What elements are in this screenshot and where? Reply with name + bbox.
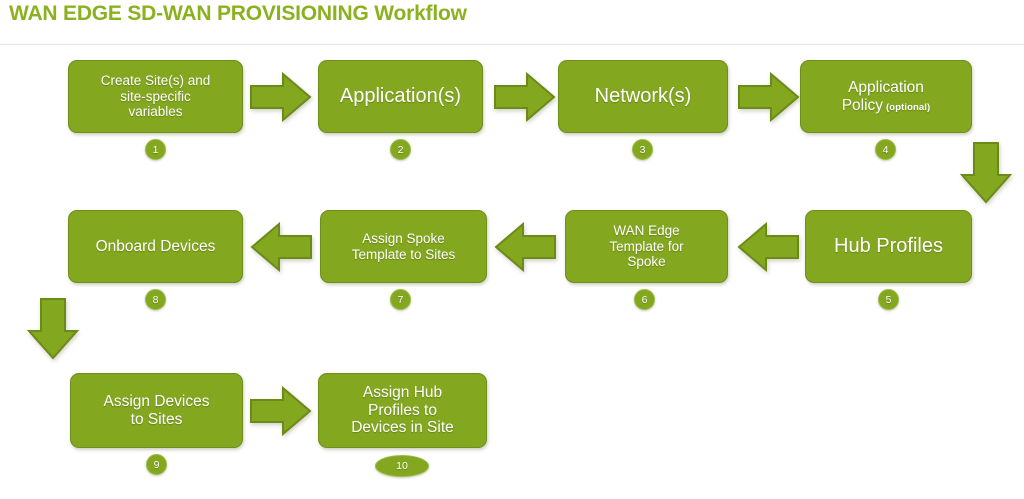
connector-arrow-4-to-5 [959, 142, 1013, 204]
step-box-6[interactable]: WAN Edge Template for Spoke [565, 210, 728, 283]
step-label-8: Onboard Devices [95, 237, 216, 255]
step-box-4[interactable]: Application Policy(optional) [800, 60, 972, 133]
step-box-9[interactable]: Assign Devices to Sites [70, 373, 243, 448]
step-badge-9: 9 [146, 454, 167, 475]
step-label-4: Application Policy(optional) [842, 79, 931, 115]
connector-arrow-9-to-10 [250, 385, 312, 437]
connector-arrow-8-to-9 [26, 298, 80, 360]
step-label-7: Assign Spoke Template to Sites [351, 230, 456, 262]
step-label-9: Assign Devices to Sites [103, 392, 210, 428]
connector-arrow-5-to-6 [737, 221, 799, 273]
step-box-3[interactable]: Network(s) [558, 60, 728, 133]
step-label-2: Application(s) [339, 84, 462, 107]
connector-arrow-2-to-3 [494, 71, 556, 123]
step-label-1: Create Site(s) and site-specific variabl… [100, 73, 211, 120]
step-box-2[interactable]: Application(s) [318, 60, 483, 133]
step-badge-6: 6 [634, 289, 655, 310]
step-badge-3: 3 [632, 139, 653, 160]
step-box-1[interactable]: Create Site(s) and site-specific variabl… [68, 60, 243, 133]
connector-arrow-6-to-7 [494, 221, 556, 273]
step-label-10: Assign Hub Profiles to Devices in Site [351, 383, 454, 437]
step-badge-8: 8 [145, 289, 166, 310]
step-label-4-text: Application Policy [841, 78, 924, 114]
step-badge-7: 7 [390, 289, 411, 310]
step-label-3: Network(s) [594, 84, 692, 107]
step-box-5[interactable]: Hub Profiles [805, 210, 972, 283]
step-label-6: WAN Edge Template for Spoke [609, 223, 684, 270]
connector-arrow-1-to-2 [250, 71, 312, 123]
page-title: WAN EDGE SD-WAN PROVISIONING Workflow [9, 2, 467, 25]
step-label-5: Hub Profiles [834, 234, 943, 257]
step-badge-10: 10 [375, 455, 429, 477]
step-box-7[interactable]: Assign Spoke Template to Sites [320, 210, 487, 283]
step-badge-1: 1 [145, 139, 166, 160]
connector-arrow-3-to-4 [738, 71, 800, 123]
header-divider [0, 44, 1024, 45]
step-badge-5: 5 [878, 289, 899, 310]
step-badge-2: 2 [390, 139, 411, 160]
step-box-8[interactable]: Onboard Devices [68, 210, 243, 283]
step-box-10[interactable]: Assign Hub Profiles to Devices in Site [318, 373, 487, 448]
step-badge-4: 4 [875, 139, 896, 160]
step-4-optional-tag: (optional) [886, 101, 931, 113]
connector-arrow-7-to-8 [250, 221, 312, 273]
